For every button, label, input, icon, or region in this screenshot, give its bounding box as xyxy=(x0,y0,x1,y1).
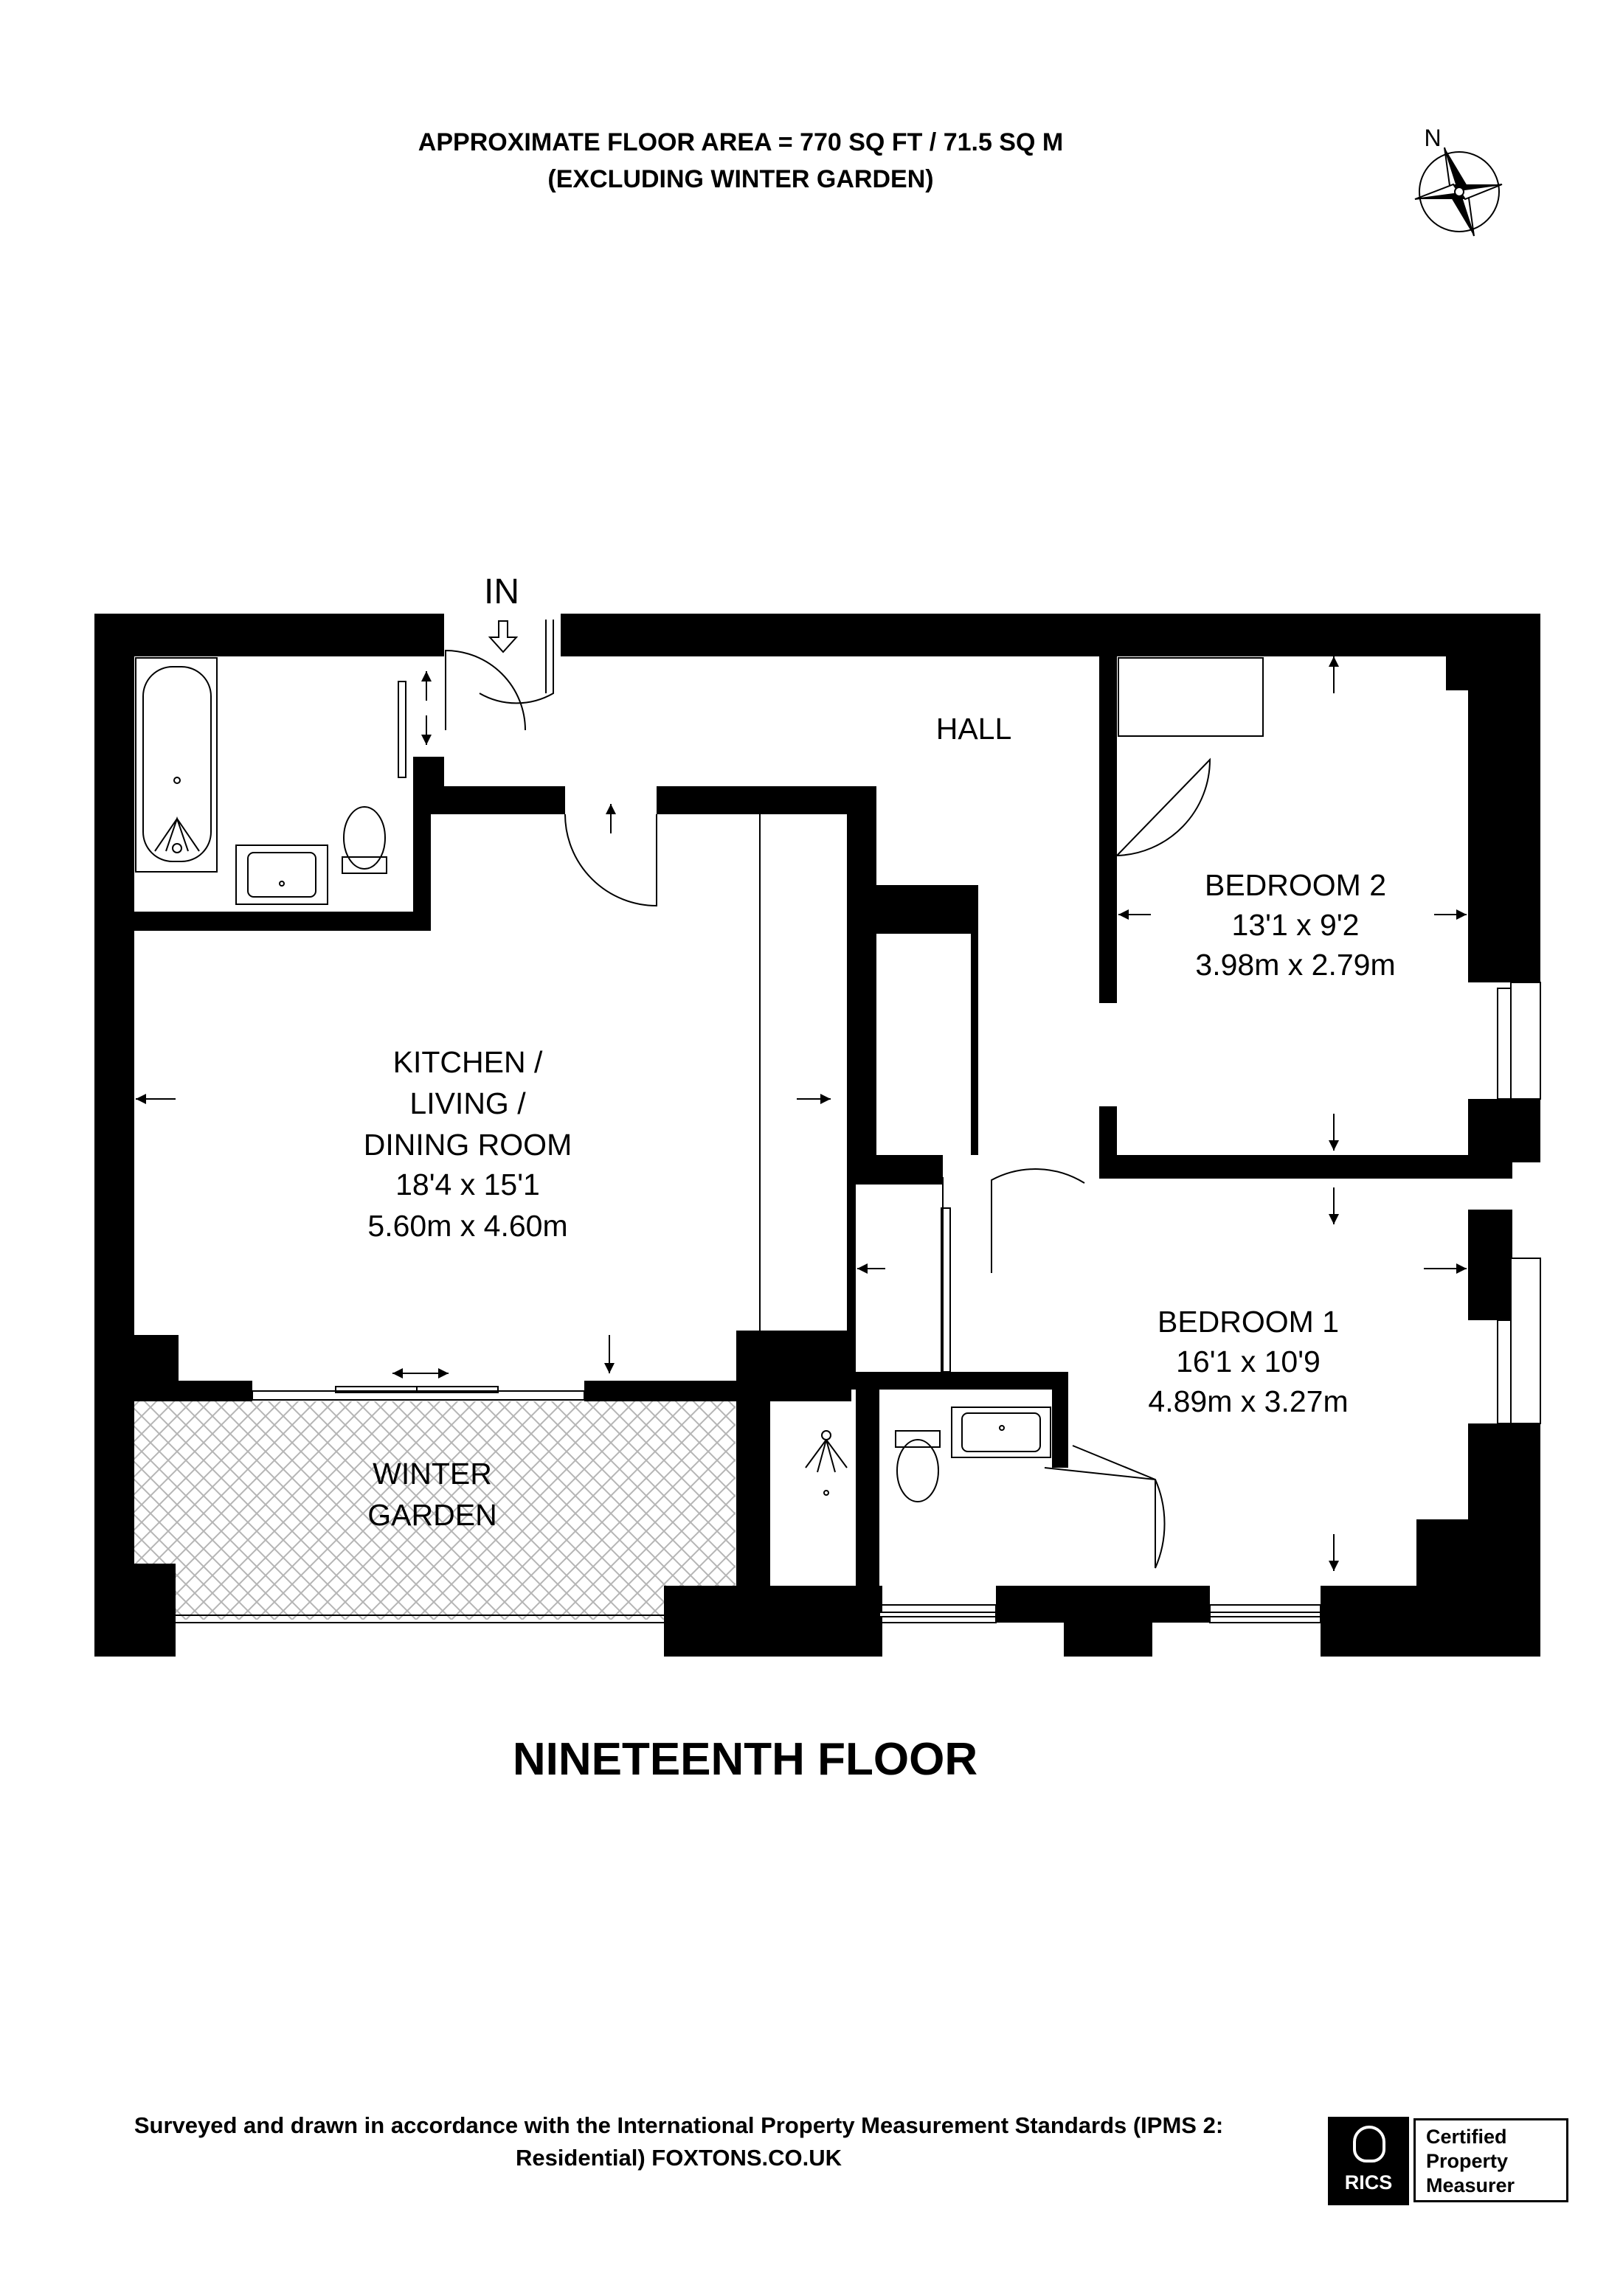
winter-garden-floor xyxy=(134,1401,736,1620)
kitchen-imperial: 18'4 x 15'1 xyxy=(395,1168,540,1201)
footer-note: Surveyed and drawn in accordance with th… xyxy=(44,2109,1313,2174)
winter-garden-label-line1: WINTER xyxy=(373,1457,492,1491)
bedroom2-metric: 3.98m x 2.79m xyxy=(1195,948,1395,982)
badge-line2: Property xyxy=(1426,2150,1509,2172)
bedroom2-label: BEDROOM 2 xyxy=(1205,868,1386,902)
kitchen-label-line3: DINING ROOM xyxy=(364,1128,572,1162)
interior-lines xyxy=(176,657,1541,1623)
entrance-label: IN xyxy=(484,572,519,611)
walls xyxy=(94,614,1540,1657)
badge-line3: Measurer xyxy=(1426,2174,1515,2196)
bath-icon xyxy=(135,657,218,873)
shower-icon xyxy=(805,1430,848,1496)
kitchen-label-line1: KITCHEN / xyxy=(393,1045,543,1079)
rics-logo-text: RICS xyxy=(1344,2171,1393,2193)
hall-label: HALL xyxy=(936,712,1012,746)
badge-line1: Certified xyxy=(1426,2126,1507,2148)
bedroom1-imperial: 16'1 x 10'9 xyxy=(1176,1345,1321,1378)
basin-icon xyxy=(235,844,1051,1458)
footer-line2: Residential) FOXTONS.CO.UK xyxy=(515,2145,842,2171)
floor-area-subtitle: (EXCLUDING WINTER GARDEN) xyxy=(547,165,934,193)
toilet-icon xyxy=(342,806,941,1502)
winter-garden-label-line2: GARDEN xyxy=(367,1498,496,1532)
doors xyxy=(445,620,1211,1569)
bedroom2-imperial: 13'1 x 9'2 xyxy=(1232,908,1360,942)
entrance-arrow-icon xyxy=(488,620,519,653)
floor-area-title: APPROXIMATE FLOOR AREA = 770 SQ FT / 71.… xyxy=(418,128,1064,156)
rics-badge: RICS Certified Property Measurer xyxy=(1328,2117,1571,2205)
towel-rail-icon xyxy=(398,681,406,778)
footer-line1: Surveyed and drawn in accordance with th… xyxy=(134,2112,1224,2138)
kitchen-label-line2: LIVING / xyxy=(409,1086,526,1120)
compass-icon xyxy=(1414,147,1503,237)
bedroom1-label: BEDROOM 1 xyxy=(1157,1305,1339,1339)
rics-lion-icon xyxy=(1353,2126,1385,2163)
compass-north-label: N xyxy=(1424,125,1441,151)
kitchen-metric: 5.60m x 4.60m xyxy=(367,1209,567,1243)
bedroom1-metric: 4.89m x 3.27m xyxy=(1148,1384,1348,1418)
rics-logo: RICS xyxy=(1328,2117,1409,2205)
certified-measurer-box: Certified Property Measurer xyxy=(1413,2118,1568,2202)
floor-name-title: NINETEENTH FLOOR xyxy=(512,1734,978,1785)
dimension-arrows xyxy=(136,656,1467,1571)
